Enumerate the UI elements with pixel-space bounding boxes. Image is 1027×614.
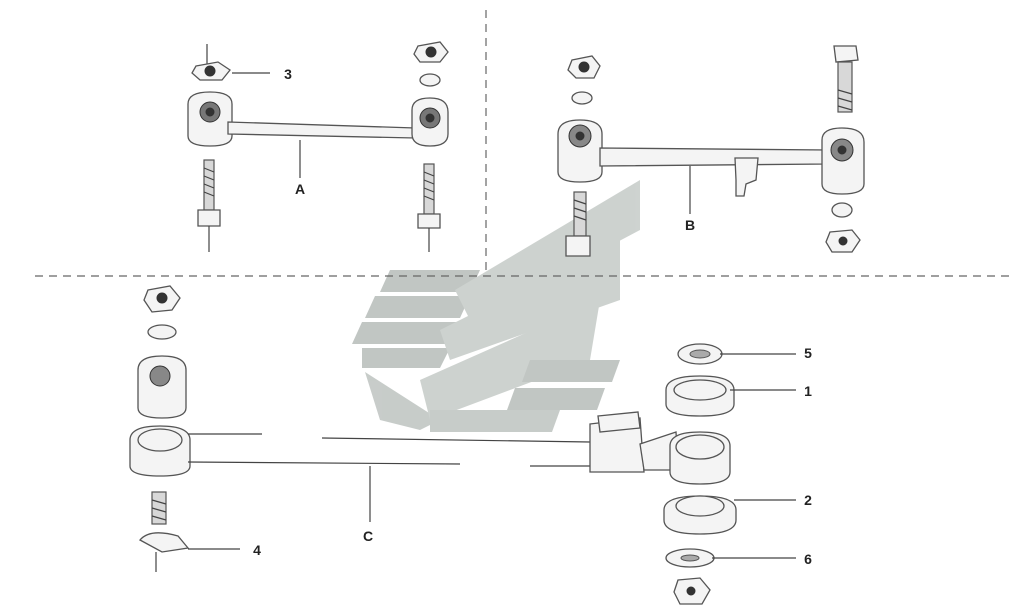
assembly-b-drag-link [557, 45, 865, 257]
callout-6: 6 [804, 551, 812, 567]
label-c: C [363, 528, 373, 544]
logo-watermark [352, 180, 640, 432]
assembly-c-steering-rod [129, 285, 796, 605]
callout-1: 1 [804, 383, 812, 399]
label-a: A [295, 181, 305, 197]
callout-2: 2 [804, 492, 812, 508]
assembly-a-tie-rod [187, 41, 449, 252]
callout-5: 5 [804, 345, 812, 361]
callout-3: 3 [284, 66, 292, 82]
label-b: B [685, 217, 695, 233]
callout-4: 4 [253, 542, 261, 558]
